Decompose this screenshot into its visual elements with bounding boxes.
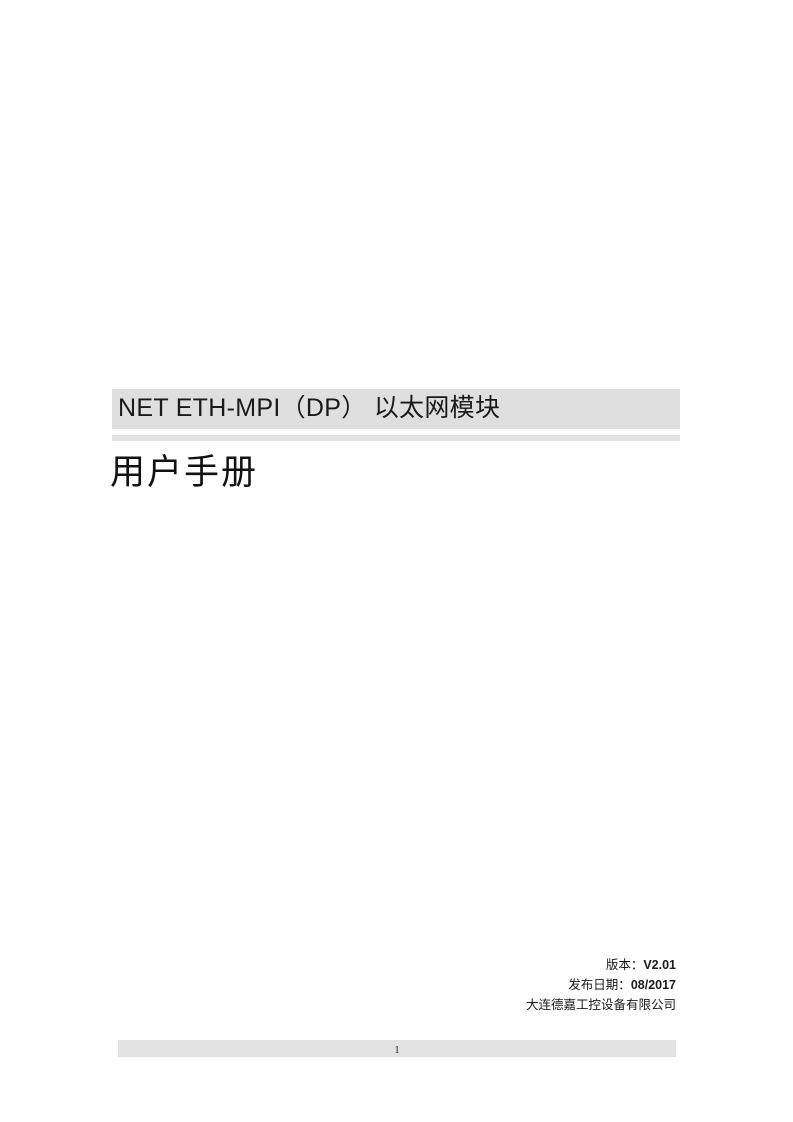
release-date-value: 08/2017: [630, 978, 676, 992]
release-date-label: 发布日期：: [568, 978, 631, 992]
company-line: 大连德嘉工控设备有限公司: [316, 995, 676, 1015]
page-number: 1: [394, 1044, 400, 1056]
version-value: V2.01: [643, 958, 676, 972]
document-title-band: NET ETH-MPI（DP） 以太网模块: [112, 389, 680, 429]
document-subtitle: 用户手册: [110, 453, 259, 492]
footer-band: 1: [118, 1040, 676, 1057]
company-name: 大连德嘉工控设备有限公司: [525, 998, 676, 1012]
title-divider-rule: [112, 435, 680, 441]
release-date-line: 发布日期：08/2017: [316, 975, 676, 995]
title-block: NET ETH-MPI（DP） 以太网模块: [112, 389, 680, 441]
version-label: 版本：: [605, 958, 644, 972]
version-line: 版本：V2.01: [316, 955, 676, 975]
document-title: NET ETH-MPI（DP） 以太网模块: [118, 394, 501, 423]
imprint-block: 版本：V2.01 发布日期：08/2017 大连德嘉工控设备有限公司: [316, 955, 676, 1015]
